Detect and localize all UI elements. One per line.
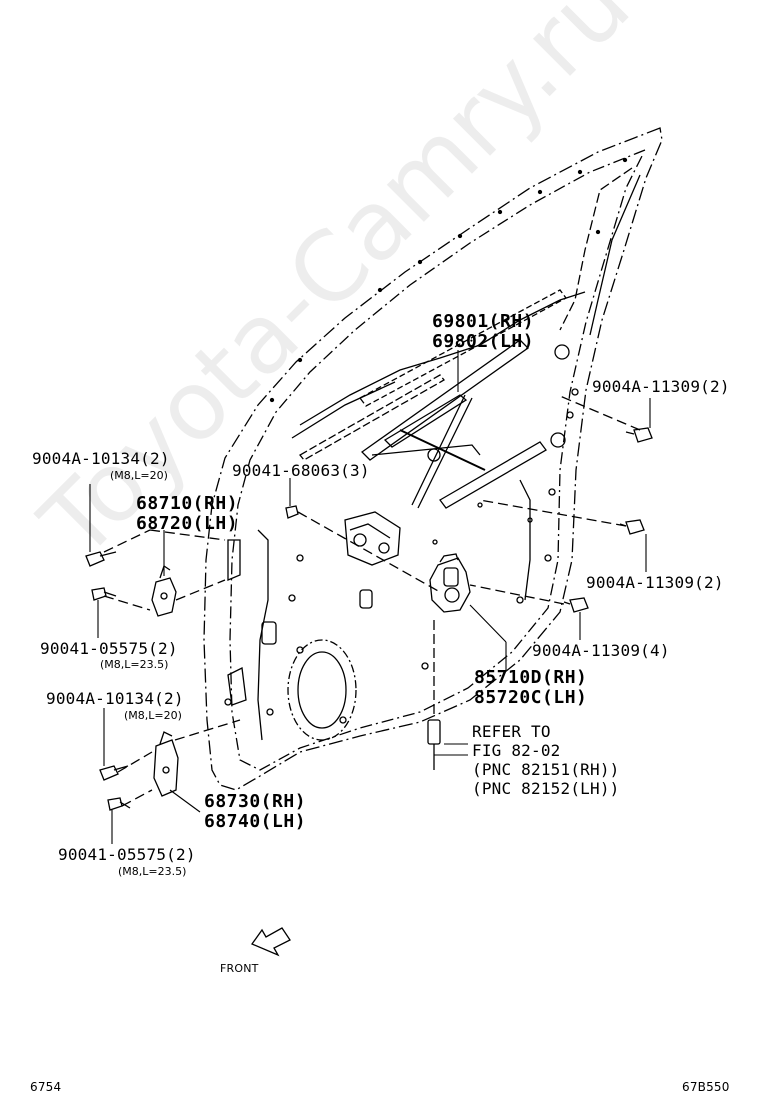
callout-hinge-lower-rh: 68730(RH)	[204, 791, 307, 812]
refer-line-1: REFER TO	[472, 722, 551, 741]
front-arrow-icon	[250, 927, 291, 957]
callout-hinge-upper-lh: 68720(LH)	[136, 513, 239, 534]
callout-hinge-upper-rh: 68710(RH)	[136, 493, 239, 514]
cable-connector	[427, 620, 441, 770]
window-regulator	[299, 289, 567, 566]
refer-line-4: (PNC 82152(LH))	[472, 779, 620, 798]
lower-hinge	[153, 731, 179, 797]
callout-bolt-right-top: 9004A-11309(2)	[592, 377, 730, 396]
footer-right-code: 67B550	[682, 1080, 730, 1094]
callout-motor-lh: 85720C(LH)	[474, 687, 588, 708]
leader-lines	[89, 350, 651, 844]
callout-bolt-center: 90041-68063(3)	[232, 461, 370, 480]
callout-hinge-lower-lh: 68740(LH)	[204, 811, 307, 832]
bolts	[85, 427, 653, 811]
callout-regulator-rh: 69801(RH)	[432, 311, 535, 332]
callout-bolt-left-mid-spec: (M8,L=23.5)	[100, 658, 169, 671]
refer-line-3: (PNC 82151(RH))	[472, 760, 620, 779]
callout-bolt-left-bottom: 90041-05575(2)	[58, 845, 196, 864]
callout-bolt-right-mid: 9004A-11309(2)	[586, 573, 724, 592]
callout-regulator-lh: 69802(LH)	[432, 331, 535, 352]
reference-lines	[103, 395, 641, 807]
door-frame	[203, 127, 663, 791]
callout-motor-rh: 85710D(RH)	[474, 667, 588, 688]
window-motor	[429, 553, 471, 613]
front-label: FRONT	[220, 962, 259, 975]
callout-bolt-left-low: 9004A-10134(2)	[46, 689, 184, 708]
callout-bolt-left-mid: 90041-05575(2)	[40, 639, 178, 658]
refer-line-2: FIG 82-02	[472, 741, 561, 760]
callout-bolt-left-top: 9004A-10134(2)	[32, 449, 170, 468]
footer-left-code: 6754	[30, 1080, 62, 1094]
callout-bolt-right-low: 9004A-11309(4)	[532, 641, 670, 660]
callout-bolt-left-low-spec: (M8,L=20)	[124, 709, 182, 722]
callout-bolt-left-bottom-spec: (M8,L=23.5)	[118, 865, 187, 878]
callout-bolt-left-top-spec: (M8,L=20)	[110, 469, 168, 482]
